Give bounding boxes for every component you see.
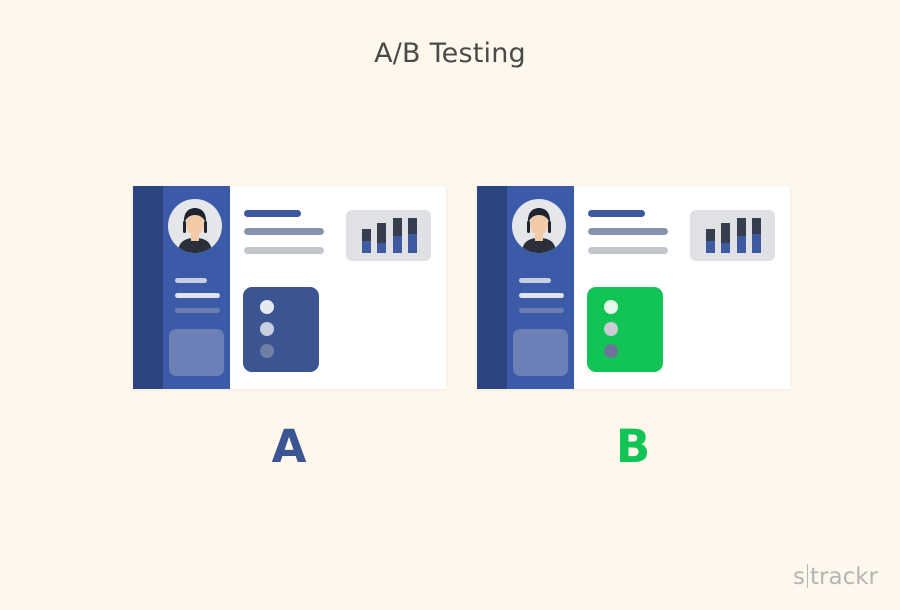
mockup-rail [477,186,507,389]
header-line [588,247,668,254]
page-title: A/B Testing [374,38,526,69]
logo-divider [807,564,808,588]
dot [604,300,618,314]
sidebar-line [519,293,564,298]
action-card [243,287,319,372]
bar-chart-icon [346,210,431,261]
header-line [244,247,324,254]
avatar-icon [168,199,222,253]
sidebar-box [169,329,224,376]
variant-a-mockup [133,186,446,389]
dot [260,300,274,314]
dot [604,322,618,336]
header-line [244,210,301,217]
sidebar-line [175,308,220,313]
avatar-icon [512,199,566,253]
header-line [244,228,324,235]
dot [604,344,618,358]
sidebar-box [513,329,568,376]
variant-b-mockup [477,186,790,389]
variant-a-label: A [271,420,307,473]
logo-left: s [793,564,805,590]
bar-chart-icon [690,210,775,261]
dot [260,322,274,336]
header-line [588,210,645,217]
mockup-rail [133,186,163,389]
sidebar-line [175,278,207,283]
dot [260,344,274,358]
sidebar-line [175,293,220,298]
sidebar-line [519,308,564,313]
sidebar-line [519,278,551,283]
logo-right: trackr [810,564,878,590]
variant-b-label: B [615,420,651,473]
action-card [587,287,663,372]
header-line [588,228,668,235]
